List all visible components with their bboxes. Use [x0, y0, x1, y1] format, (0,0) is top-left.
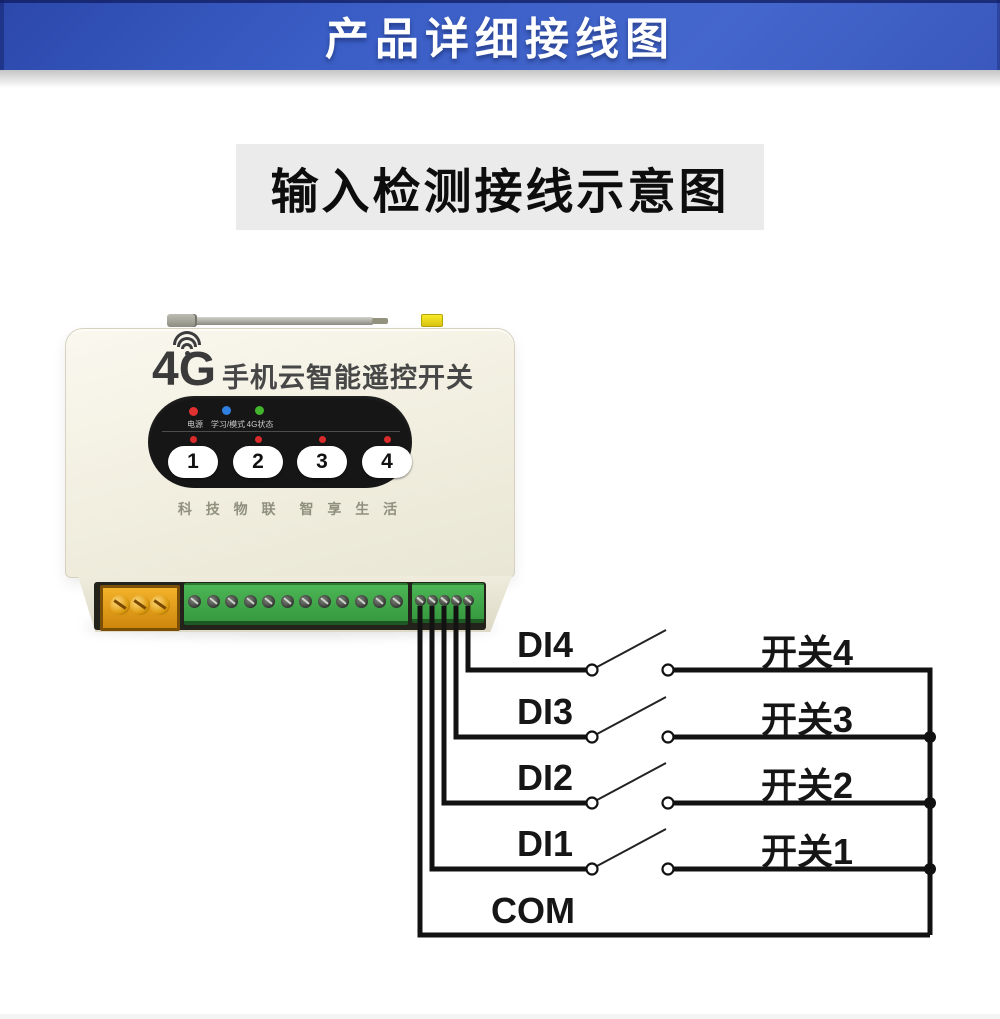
channel-2-button-label: 2 — [252, 450, 264, 473]
terminal-screw — [281, 595, 294, 608]
terminal-screw — [299, 595, 312, 608]
terminal-screw — [225, 595, 238, 608]
section-title-box: 输入检测接线示意图 — [236, 144, 764, 230]
channel-1-button-label: 1 — [187, 450, 199, 473]
terminal-screw — [110, 595, 130, 615]
terminal-screw — [244, 595, 257, 608]
terminal-screw-di4 — [463, 595, 474, 606]
wire-di4 — [465, 606, 587, 673]
terminal-screw — [336, 595, 349, 608]
input-terminal-block — [412, 583, 484, 623]
terminal-screw — [188, 595, 201, 608]
terminal-screw — [207, 595, 220, 608]
terminal-screw-di1 — [427, 595, 438, 606]
label-switch4: 开关4 — [760, 632, 854, 673]
channel-4-button-label: 4 — [381, 450, 393, 473]
channel-2-button: 2 — [233, 446, 283, 478]
channel-3-button: 3 — [297, 446, 347, 478]
wire-sw4-bus — [673, 667, 933, 935]
banner-shadow — [0, 70, 1000, 88]
terminal-screw — [390, 595, 403, 608]
power-led-label: 电源 — [187, 420, 203, 429]
switch-lever-3 — [596, 696, 667, 735]
terminal-screw — [150, 595, 170, 615]
wire-di3 — [453, 606, 587, 740]
wifi-icon — [177, 337, 197, 347]
wire-di2 — [441, 606, 587, 806]
footer-strip — [0, 1014, 1000, 1019]
switch-lever-4 — [596, 629, 667, 668]
switch-contact — [661, 730, 675, 744]
device-tagline: 科 技 物 联 智 享 生 活 — [177, 501, 403, 517]
device-name: 手机云智能遥控开关 — [222, 363, 474, 393]
terminal-screw-com — [415, 595, 426, 606]
switch-contact — [585, 730, 599, 744]
label-switch3: 开关3 — [760, 699, 854, 740]
channel-3-button-label: 3 — [316, 450, 328, 473]
wire-com — [417, 606, 930, 938]
switch-contact — [585, 796, 599, 810]
switch-contact — [585, 663, 599, 677]
terminal-screw-di2 — [439, 595, 450, 606]
channel-2-led — [255, 436, 262, 443]
4g-status-led — [255, 406, 264, 415]
switch-contact — [585, 862, 599, 876]
bus-junction — [924, 863, 936, 875]
learn-mode-led-label: 学习/模式 — [210, 420, 246, 429]
section-title: 输入检测接线示意图 — [270, 166, 730, 219]
terminal-screw — [262, 595, 275, 608]
header-banner: 产品详细接线图 — [0, 0, 1000, 70]
terminal-screw — [373, 595, 386, 608]
bus-junction — [924, 797, 936, 809]
switch-contact — [661, 663, 675, 677]
antenna-tip — [372, 318, 388, 324]
sma-connector — [421, 314, 443, 327]
channel-4-button: 4 — [362, 446, 412, 478]
switch-contact — [661, 796, 675, 810]
learn-mode-led — [222, 406, 231, 415]
channel-4-led — [384, 436, 391, 443]
channel-1-button: 1 — [168, 446, 218, 478]
label-switch1: 开关1 — [760, 831, 854, 872]
terminal-screw — [130, 595, 150, 615]
switch-contact — [661, 862, 675, 876]
label-com: COM — [491, 890, 575, 931]
label-di3: DI3 — [516, 691, 574, 732]
wifi-icon-dot — [185, 351, 190, 356]
bus-junction — [924, 731, 936, 743]
label-switch2: 开关2 — [760, 765, 854, 806]
label-di4: DI4 — [516, 624, 574, 665]
wire-di1 — [429, 606, 587, 872]
brand-4g: 4G — [152, 343, 217, 396]
terminal-screw — [355, 595, 368, 608]
channel-3-led — [319, 436, 326, 443]
antenna-icon — [172, 317, 374, 325]
page-title: 产品详细接线图 — [325, 15, 675, 64]
channel-1-led — [190, 436, 197, 443]
switch-lever-1 — [596, 828, 667, 867]
power-terminal-block — [100, 585, 180, 631]
switch-lever-2 — [596, 762, 667, 801]
wifi-icon — [173, 331, 201, 345]
label-di2: DI2 — [516, 757, 574, 798]
wifi-icon — [181, 343, 193, 349]
antenna-base — [167, 314, 197, 327]
terminal-screw-di3 — [451, 595, 462, 606]
terminal-screw — [318, 595, 331, 608]
relay-output-terminal-block — [184, 583, 408, 625]
power-led — [189, 407, 198, 416]
panel-divider — [162, 431, 400, 432]
label-di1: DI1 — [516, 823, 574, 864]
4g-status-led-label: 4G状态 — [246, 420, 274, 429]
